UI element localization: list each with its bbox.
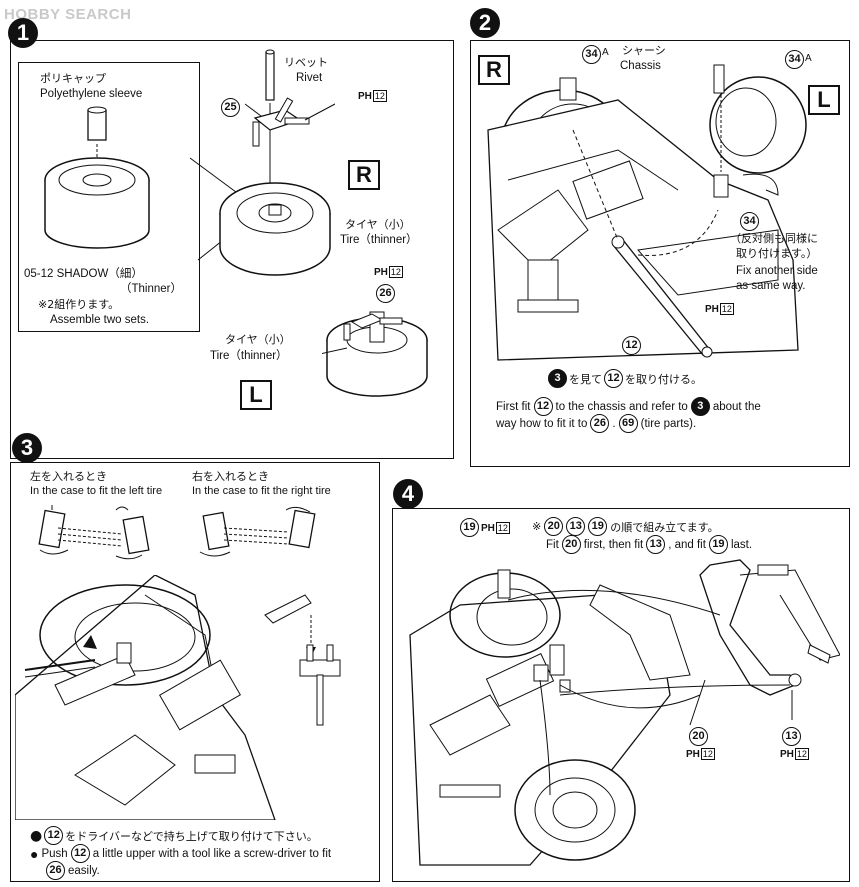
inset-tire-thinner: （Thinner） bbox=[120, 283, 182, 295]
step4-en-1: Fit bbox=[546, 538, 559, 551]
step4-en-2: first, then fit bbox=[583, 538, 644, 551]
tire-l-illustration bbox=[322, 311, 428, 397]
tire-r-label-jp: タイヤ（小） bbox=[345, 218, 411, 231]
chassis-assembly-illustration bbox=[487, 64, 807, 361]
side-r-marker-2: R bbox=[478, 55, 510, 85]
right-case-en: In the case to fit the right tire bbox=[192, 485, 331, 497]
tire-r-illustration bbox=[219, 182, 331, 276]
part-12-callout: 12 bbox=[622, 336, 641, 355]
step4-order-jp-text: の順で組み立てます。 bbox=[610, 520, 719, 534]
part-34-callout: 34 bbox=[740, 212, 759, 231]
step4-en-4: last. bbox=[730, 538, 753, 551]
part-34a-right: 34 bbox=[785, 50, 804, 69]
step-2-badge: 2 bbox=[470, 8, 500, 38]
step2-jp-text-1: を見て bbox=[569, 372, 602, 386]
part-69-inline: 69 bbox=[618, 414, 638, 433]
step-4-badge: 4 bbox=[393, 479, 423, 509]
part-13-callout: 13 bbox=[782, 727, 801, 746]
part-25-callout: 25 bbox=[221, 98, 240, 117]
rivet-label-en: Rivet bbox=[296, 72, 323, 84]
step2-instruction-en-2: way how to fit it to 26 . 69 (tire parts… bbox=[496, 414, 696, 433]
order-part-19: 19 bbox=[588, 517, 608, 536]
part-26-inline: 26 bbox=[590, 414, 610, 433]
part-12-note-2: 12 bbox=[70, 844, 90, 863]
part-26-note: 26 bbox=[46, 861, 65, 880]
step2-en-text-5: (tire parts). bbox=[640, 417, 697, 430]
step3-note-1: ● 12 をドライバーなどで持ち上げて取り付けて下さい。 bbox=[30, 826, 318, 845]
left-case-en: In the case to fit the left tire bbox=[30, 485, 163, 497]
assemble-note-en: Assemble two sets. bbox=[50, 314, 150, 326]
step3-note-3-text: easily. bbox=[68, 864, 100, 877]
suspension-assembly-illustration bbox=[409, 559, 840, 866]
tire-l-label-jp: タイヤ（小） bbox=[225, 333, 291, 346]
step2-en-text-4: way how to fit it to bbox=[496, 417, 588, 430]
step-1-badge: 1 bbox=[8, 18, 38, 48]
order-en-part-13: 13 bbox=[646, 535, 666, 554]
step3-note-3: 26 easily. bbox=[46, 861, 100, 880]
step3-note-2: ● Push 12 a little upper with a tool lik… bbox=[30, 844, 332, 863]
step-3-badge: 3 bbox=[12, 433, 42, 463]
right-case-jp: 右を入れるとき bbox=[192, 470, 269, 483]
part-34a-right-suffix: A bbox=[805, 53, 812, 64]
step3-note-2-text: a little upper with a tool like a screw-… bbox=[92, 847, 332, 860]
chassis-label-jp: シャーシ bbox=[622, 44, 666, 57]
step4-order-en: Fit 20 first, then fit 13 , and fit 19 l… bbox=[546, 535, 752, 554]
inset-tire-label: 05-12 SHADOW（細） bbox=[24, 268, 143, 280]
part-34a-left: 34 bbox=[582, 45, 601, 64]
inset-tire-illustration bbox=[44, 106, 150, 249]
step2-en-text-1: First fit bbox=[496, 400, 531, 413]
part-34a-left-suffix: A bbox=[602, 47, 609, 58]
part-20-callout: 20 bbox=[689, 727, 708, 746]
polycap-label-en: Polyethylene sleeve bbox=[40, 88, 143, 100]
part-26-callout: 26 bbox=[376, 284, 395, 303]
step2-instruction-jp: 3 を見て 12 を取り付ける。 bbox=[548, 369, 702, 388]
order-en-part-20: 20 bbox=[561, 535, 581, 554]
side-l-marker-1: L bbox=[240, 380, 272, 410]
order-en-part-19: 19 bbox=[708, 535, 728, 554]
ref-step-3: 3 bbox=[548, 369, 567, 388]
tire-r-label-en: Tire（thinner） bbox=[340, 234, 418, 246]
side-l-marker-2: L bbox=[808, 85, 840, 115]
side-r-marker-1: R bbox=[348, 160, 380, 190]
rivet-label-jp: リベット bbox=[284, 56, 328, 69]
other-side-en-1: Fix another side bbox=[736, 265, 818, 277]
part-12-note-1: 12 bbox=[44, 826, 64, 845]
polycap-label-jp: ポリキャップ bbox=[40, 72, 106, 85]
rivet-assembly-illustration bbox=[244, 49, 335, 211]
step2-en-text-3: about the bbox=[712, 400, 761, 413]
watermark-logo: HOBBY SEARCH bbox=[4, 6, 132, 23]
part-12-inline-2: 12 bbox=[533, 397, 553, 416]
step2-instruction-en-1: First fit 12 to the chassis and refer to… bbox=[496, 397, 761, 416]
step2-en-text-2: to the chassis and refer to bbox=[555, 400, 688, 413]
order-part-20: 20 bbox=[544, 517, 564, 536]
left-case-jp: 左を入れるとき bbox=[30, 470, 107, 483]
ref-step-3-inline: 3 bbox=[690, 397, 710, 416]
order-part-13: 13 bbox=[566, 517, 586, 536]
step4-order-jp: ※ 20 13 19 の順で組み立てます。 bbox=[532, 517, 719, 536]
other-side-jp-1: （反対側も同様に bbox=[730, 232, 818, 245]
tire-l-label-en: Tire（thinner） bbox=[210, 350, 288, 362]
step2-jp-text-2: を取り付ける。 bbox=[625, 372, 702, 386]
assemble-note-jp: ※2組作ります。 bbox=[38, 298, 120, 311]
chassis-label-en: Chassis bbox=[620, 60, 661, 72]
other-side-jp-2: 取り付けます。） bbox=[736, 247, 818, 260]
fit-direction-diagrams bbox=[38, 505, 316, 560]
step3-note-1-text: をドライバーなどで持ち上げて取り付けて下さい。 bbox=[65, 829, 318, 843]
part-19-callout: 19 bbox=[460, 518, 479, 537]
step4-en-3: , and fit bbox=[668, 538, 706, 551]
step3-note-2-push: Push bbox=[41, 847, 68, 860]
lever-fit-illustration bbox=[15, 575, 341, 820]
part-12-inline: 12 bbox=[604, 369, 623, 388]
other-side-en-2: as same way. bbox=[736, 280, 806, 292]
